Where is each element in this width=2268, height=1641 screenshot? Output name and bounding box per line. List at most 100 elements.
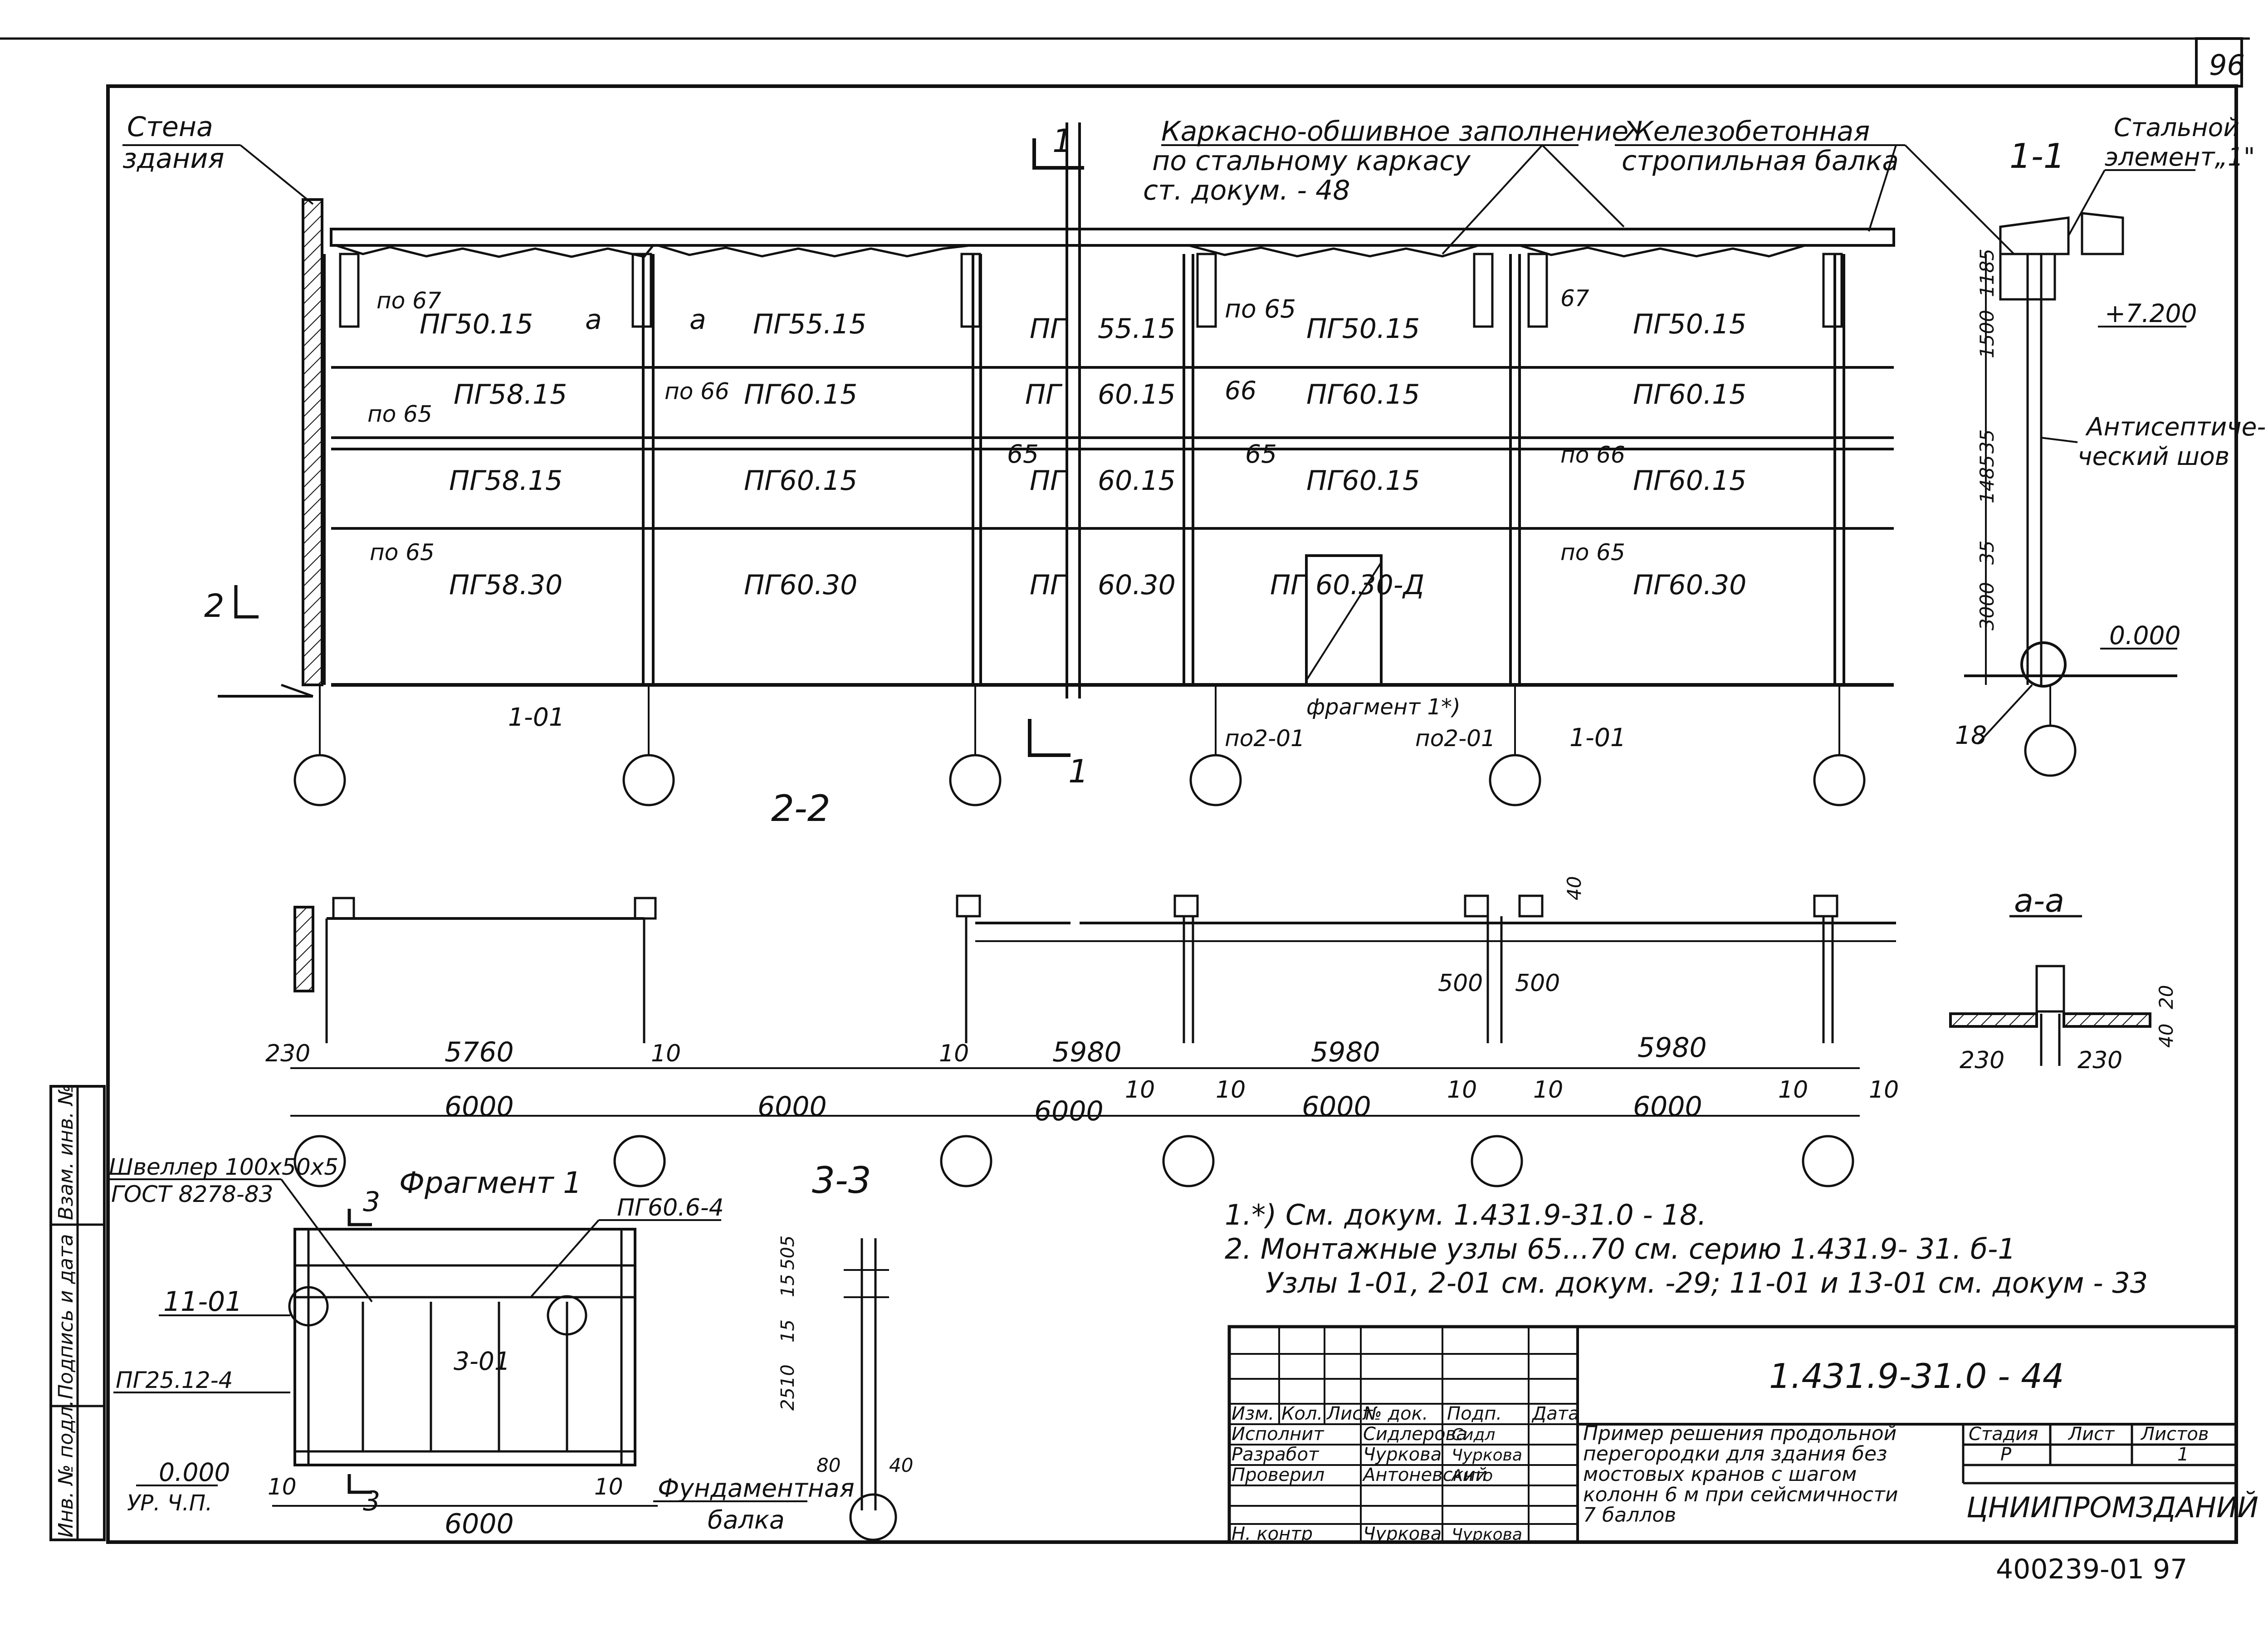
- axis-dim: 6000: [445, 1091, 514, 1123]
- axis-bubble: [1471, 1135, 1523, 1187]
- panel-label: по 67: [376, 288, 441, 314]
- tb-sign: Чуркова: [1452, 1525, 1522, 1544]
- tb-header: Изм.: [1232, 1403, 1274, 1424]
- margin-stamp: Инв. № подл. Подпись и дата Взам. инв. №: [49, 1084, 106, 1541]
- node-label: фрагмент 1*): [1306, 694, 1461, 720]
- section-dim: 35: [1976, 541, 1998, 565]
- axis-bubble: [1489, 754, 1541, 806]
- tb-role: Исполнит: [1232, 1424, 1325, 1445]
- panel-label: ПГ60.30: [744, 569, 857, 601]
- axis-bubble: [940, 1135, 992, 1187]
- node-label: по2-01: [1415, 725, 1496, 752]
- sheet-frame: [0, 37, 2250, 1544]
- tb-title-line: Пример решения продольной: [1583, 1422, 1897, 1445]
- tb-header: Подп.: [1447, 1403, 1502, 1424]
- detail-title: а-а: [2014, 882, 2064, 919]
- roof-beam: [330, 228, 1895, 258]
- fragment-callout: ПГ25.12-4: [116, 1367, 233, 1393]
- axis-bubbles-elevation: [293, 685, 1866, 806]
- axis-bubble: [1189, 754, 1242, 806]
- tb-stage-label: Стадия: [1969, 1424, 2038, 1445]
- tb-sign: Сидл: [1452, 1426, 1495, 1444]
- fragment-side-dim: 15: [777, 1319, 798, 1343]
- section-title: 1-1: [2009, 136, 2065, 176]
- tb-title-line: мостовых кранов с шагом: [1583, 1463, 1857, 1486]
- fragment-callout: Швеллер 100х50х5: [109, 1154, 338, 1180]
- tb-sheets: 1: [2177, 1444, 2189, 1465]
- panel-label: ПГ55.15: [753, 308, 866, 340]
- axis-bubble: [293, 1135, 346, 1187]
- plan-dim: 40: [1563, 876, 1585, 900]
- fragment-level: 0.000: [159, 1458, 230, 1487]
- callout-antiseptic: ческий шов: [2077, 442, 2229, 471]
- tb-header: Лист: [1326, 1403, 1374, 1424]
- tb-sheet-label: Лист: [2068, 1424, 2115, 1445]
- plan-dim: 5980: [1637, 1032, 1707, 1064]
- note-line: 1.*) См. докум. 1.431.9-31.0 - 18.: [1225, 1198, 1706, 1231]
- node-label: 18: [1955, 721, 1987, 750]
- panel-label: ПГ60.30: [1633, 569, 1746, 601]
- tb-stage: Р: [2000, 1444, 2012, 1465]
- panel-label: по 65: [370, 539, 435, 566]
- panel-label: ПГ: [1030, 569, 1067, 601]
- tb-role: Разработ: [1232, 1444, 1320, 1465]
- tb-header: Кол.: [1281, 1403, 1323, 1424]
- elevation-caption: 2-2: [771, 787, 831, 830]
- level-mark: +7.200: [2105, 299, 2197, 328]
- plan-dim: 5760: [445, 1036, 514, 1068]
- panel-label: по 66: [665, 378, 729, 405]
- fragment-callout: ПГ60.6-4: [617, 1194, 724, 1221]
- tb-name: Сидлерова: [1363, 1424, 1467, 1445]
- section-dim: 1185: [1976, 249, 1998, 297]
- tb-header: № док.: [1362, 1403, 1428, 1424]
- fragment-callout: 3-01: [454, 1347, 510, 1376]
- axis-dim: 6000: [1633, 1091, 1702, 1123]
- plan-dim: 5980: [1311, 1036, 1380, 1068]
- fragment-side-dim: 40: [889, 1454, 913, 1476]
- axis-dim: 6000: [1034, 1095, 1104, 1127]
- plan-dim: 10: [1778, 1076, 1808, 1104]
- fragment-title: Фрагмент 1: [399, 1166, 582, 1200]
- page-number: 96: [2209, 49, 2245, 82]
- panel-label: по 65: [1560, 539, 1625, 566]
- panel-label: а: [689, 304, 706, 336]
- section-dim: 35: [1976, 430, 1998, 454]
- plan-dim: 5980: [1052, 1036, 1122, 1068]
- plan-dim: 10: [1125, 1076, 1155, 1104]
- fragment-level-note: УР. Ч.П.: [127, 1490, 212, 1516]
- elevation-2-2: 1 1 2 по 67 ПГ50.15 а а ПГ55.15 ПГ 55.15…: [122, 111, 2015, 830]
- section-dim: 3000: [1976, 582, 1998, 630]
- fragment-side-dim: 15: [777, 1274, 798, 1297]
- tb-title-line: колонн 6 м при сейсмичности: [1583, 1483, 1898, 1506]
- axis-bubble: [2024, 724, 2077, 777]
- plan-dim: 230: [265, 1040, 310, 1067]
- axis-bubble: [622, 754, 675, 806]
- axis-dim: 6000: [1302, 1091, 1371, 1123]
- fragment-side-dim: 2510: [777, 1364, 798, 1411]
- callout-infill: Каркасно-обшивное заполнение: [1161, 116, 1628, 147]
- fragment-callout: Фундаментная: [658, 1474, 855, 1503]
- axis-bubble: [1162, 1135, 1215, 1187]
- panel-label: 60.15: [1098, 465, 1176, 497]
- panel-label: ПГ: [1030, 465, 1067, 497]
- tb-sheets-label: Листов: [2140, 1424, 2209, 1445]
- title-block: 1.431.9-31.0 - 44 Изм. Кол. Лист № док. …: [1227, 1325, 2258, 1544]
- panel-label: 67: [1560, 285, 1589, 312]
- plan-dim: 10: [1216, 1076, 1246, 1104]
- callout-steel-element: элемент„1": [2105, 142, 2255, 171]
- callout-wall: Стена: [127, 111, 213, 143]
- callout-infill: ст. докум. - 48: [1143, 175, 1350, 206]
- panel-label: ПГ50.15: [1633, 308, 1746, 340]
- axis-dim: 6000: [758, 1091, 827, 1123]
- panel-label: а: [585, 304, 602, 336]
- cut-mark-label-top: 1: [1052, 122, 1073, 160]
- detail-a-a: а-а 20 40 230 230: [1949, 882, 2177, 1074]
- callout-wall: здания: [122, 143, 224, 175]
- panel-label: 60.15: [1098, 379, 1176, 410]
- fragment-cut-label: 3: [363, 1485, 380, 1517]
- level-mark: 0.000: [2109, 621, 2180, 650]
- panel-label: 60.30: [1098, 569, 1176, 601]
- plan-dim: 10: [1447, 1076, 1477, 1104]
- plan-dim: 10: [1533, 1076, 1563, 1104]
- panel-label: ПГ58.30: [449, 569, 562, 601]
